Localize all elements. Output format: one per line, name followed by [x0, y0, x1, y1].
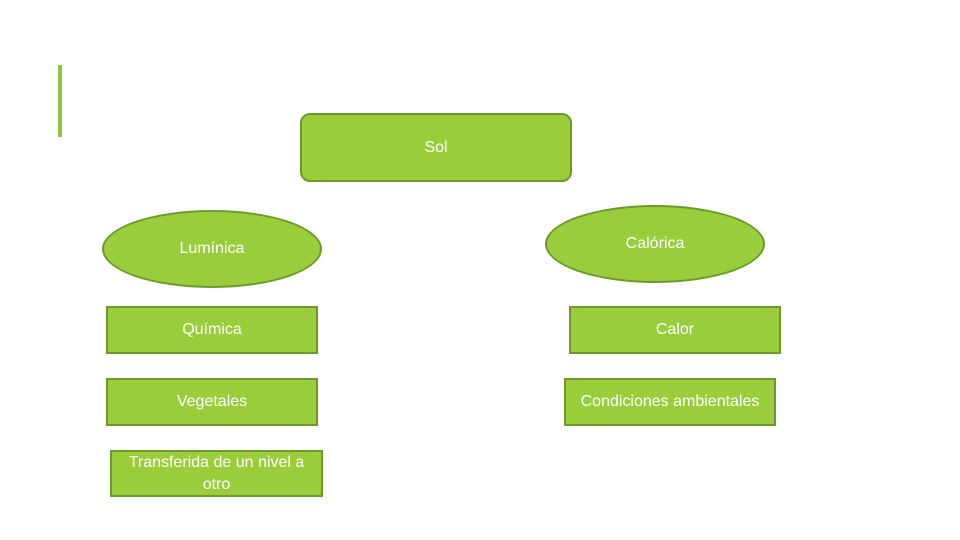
node-condiciones-ambientales-label: Condiciones ambientales [580, 393, 760, 411]
node-calor: Calor [569, 306, 781, 354]
node-transferida: Transferida de un nivel a otro [110, 450, 323, 497]
accent-bar [58, 65, 62, 137]
node-vegetales: Vegetales [106, 378, 318, 426]
node-vegetales-label: Vegetales [176, 393, 248, 411]
node-condiciones-ambientales: Condiciones ambientales [564, 378, 776, 426]
node-luminica-label: Lumínica [179, 240, 245, 258]
node-quimica-label: Química [182, 321, 242, 339]
node-luminica: Lumínica [102, 210, 322, 288]
node-sol: Sol [300, 113, 572, 182]
node-transferida-label: Transferida de un nivel a otro [128, 453, 305, 493]
node-quimica: Química [106, 306, 318, 354]
node-calorica: Calórica [545, 205, 765, 283]
node-calor-label: Calor [655, 321, 695, 339]
node-sol-label: Sol [424, 138, 448, 156]
node-calorica-label: Calórica [625, 235, 685, 253]
